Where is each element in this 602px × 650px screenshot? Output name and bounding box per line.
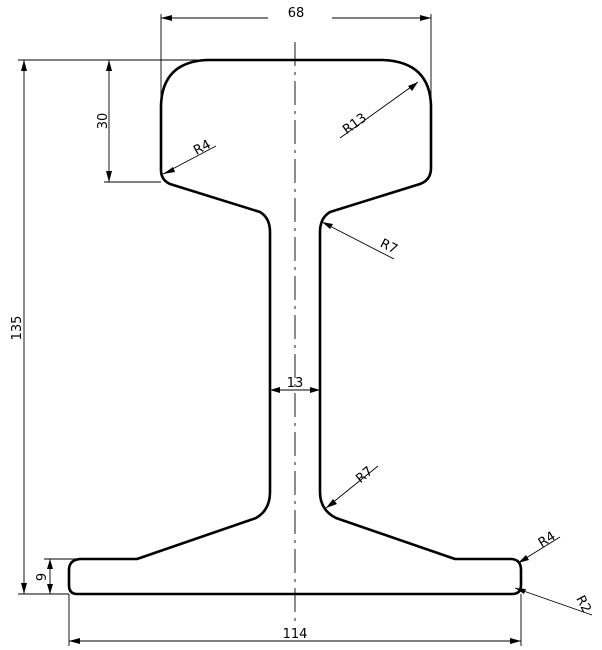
r7-top-label: R7 xyxy=(377,236,399,257)
foot-height-label: 9 xyxy=(35,573,50,581)
base-width-label: 114 xyxy=(283,627,308,642)
head-height-label: 30 xyxy=(96,113,111,130)
total-height-arrow-top xyxy=(21,60,27,71)
r2-label: R2 xyxy=(572,593,593,615)
r4-foot-label: R4 xyxy=(536,529,559,551)
r4-head-label: R4 xyxy=(191,137,213,158)
top-width-arrow-right xyxy=(420,15,431,21)
total-height-label: 135 xyxy=(10,316,25,341)
web-thickness-arrow-left xyxy=(270,387,280,393)
head-height-arrow-bottom xyxy=(106,171,112,182)
r7-bottom-arrow xyxy=(326,499,337,508)
r2-leader xyxy=(514,587,593,616)
r13-arrow xyxy=(408,82,418,91)
total-height-arrow-bottom xyxy=(21,583,27,594)
top-width-arrow-left xyxy=(161,15,172,21)
r4-head-arrow xyxy=(163,167,175,174)
base-width-arrow-left xyxy=(69,638,80,644)
base-width-arrow-right xyxy=(510,638,521,644)
r13-leader xyxy=(339,81,419,139)
r2-arrow xyxy=(515,588,526,594)
r13-label: R13 xyxy=(340,111,370,138)
top-width-label: 68 xyxy=(288,6,305,21)
web-thickness-label: 13 xyxy=(287,376,304,391)
r7-top-arrow xyxy=(322,222,333,229)
rail-profile-outline xyxy=(67,58,523,596)
web-thickness-arrow-right xyxy=(310,387,320,393)
foot-height-arrow-top xyxy=(47,559,53,569)
head-height-arrow-top xyxy=(106,60,112,71)
foot-height-arrow-bottom xyxy=(47,584,53,594)
r7-bottom-leader xyxy=(325,465,379,509)
r7-top-leader xyxy=(321,221,395,260)
r4-foot-arrow xyxy=(518,555,529,563)
